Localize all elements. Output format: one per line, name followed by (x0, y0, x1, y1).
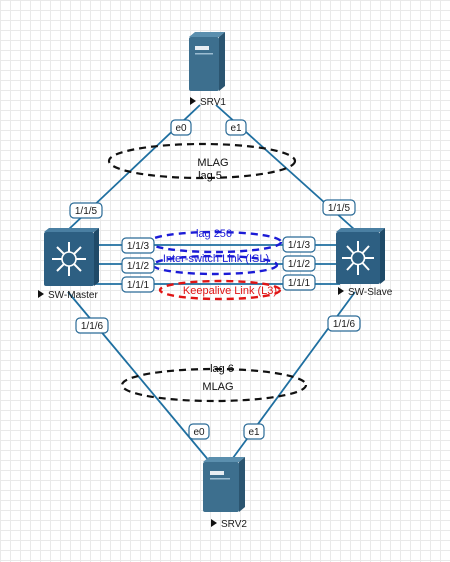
port-srv2-e0: e0 (188, 423, 210, 440)
srv1-label: SRV1 (200, 97, 226, 108)
port-master-keep: 1/1/1 (121, 276, 155, 293)
sw-master-label: SW-Master (48, 290, 98, 301)
srv1-device[interactable]: SRV1 (189, 32, 226, 108)
sw-slave-label: SW-Slave (348, 287, 393, 298)
port-label: 1/1/3 (127, 241, 150, 252)
bottom-mlag-label: MLAG (202, 381, 233, 393)
port-slave-isl-a: 1/1/3 (282, 236, 316, 253)
port-label: 1/1/5 (75, 206, 98, 217)
port-label: 1/1/2 (127, 261, 150, 272)
port-srv1-e1: e1 (225, 119, 247, 136)
triangle-pointer-icon (211, 519, 217, 527)
top-lag-label: lag 5 (198, 170, 222, 182)
port-label: 1/1/1 (127, 280, 150, 291)
keepalive-label: Keepalive Link (L3) (183, 285, 277, 297)
port-srv2-e1: e1 (243, 423, 265, 440)
sw-master-device[interactable]: SW-Master (38, 228, 99, 301)
port-label: e0 (193, 427, 205, 438)
port-label: e1 (248, 427, 260, 438)
top-mlag-ellipse (107, 142, 297, 180)
port-label: 1/1/6 (81, 321, 104, 332)
port-label: 1/1/3 (288, 240, 311, 251)
bottom-lag-label: lag 6 (210, 363, 234, 375)
port-labels: e0 e1 1/1/5 1/1/5 1/1/3 1/1/2 1/1/1 1/1 (69, 119, 361, 440)
port-master-down: 1/1/6 (75, 317, 109, 334)
port-slave-keep: 1/1/1 (282, 274, 316, 291)
port-label: 1/1/1 (288, 278, 311, 289)
bottom-mlag-ellipse (120, 367, 308, 403)
server-icon (203, 457, 245, 512)
l3-switch-icon (336, 228, 385, 284)
srv2-device[interactable]: SRV2 (203, 457, 247, 530)
isl-ellipse (151, 254, 279, 276)
triangle-pointer-icon (338, 287, 344, 295)
port-master-isl-a: 1/1/3 (121, 237, 155, 254)
top-mlag-label: MLAG (197, 157, 228, 169)
port-label: 1/1/5 (328, 203, 351, 214)
port-slave-isl-b: 1/1/2 (282, 255, 316, 272)
sw-slave-device[interactable]: SW-Slave (336, 228, 393, 298)
port-slave-up: 1/1/5 (322, 199, 356, 216)
srv2-label: SRV2 (221, 519, 247, 530)
port-srv1-e0: e0 (170, 119, 192, 136)
server-icon (189, 32, 225, 91)
port-label: e1 (230, 123, 242, 134)
port-master-up: 1/1/5 (69, 202, 103, 219)
keepalive-ellipse (158, 279, 282, 301)
port-slave-down: 1/1/6 (327, 315, 361, 332)
triangle-pointer-icon (190, 97, 196, 105)
port-master-isl-b: 1/1/2 (121, 257, 155, 274)
triangle-pointer-icon (38, 290, 44, 298)
port-label: 1/1/6 (333, 319, 356, 330)
port-label: e0 (175, 123, 187, 134)
port-label: 1/1/2 (288, 259, 311, 270)
isl-label: Inter-switch Link (ISL) (163, 253, 269, 265)
lag256-label: lag 256 (196, 228, 232, 240)
l3-switch-icon (44, 228, 99, 286)
